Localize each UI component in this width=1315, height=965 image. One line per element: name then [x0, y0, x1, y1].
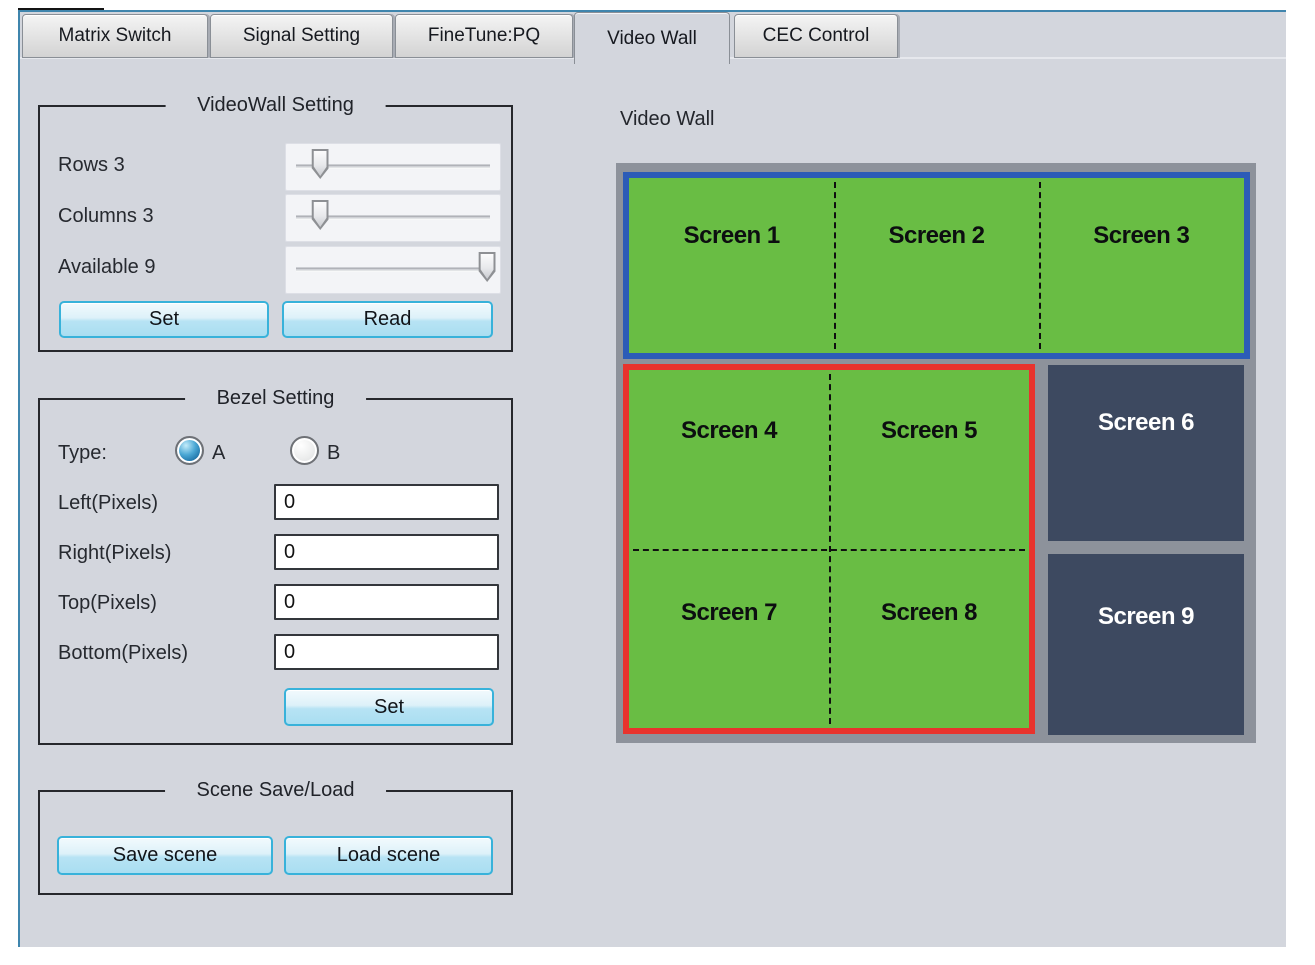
bottom-pixels-label: Bottom(Pixels): [58, 642, 189, 664]
divider-s45-s78: [633, 549, 1025, 551]
divider-s1-s2: [833, 182, 836, 349]
screen-6-label: Screen 6: [1097, 409, 1195, 437]
screen-9-label: Screen 9: [1097, 603, 1195, 631]
type-label: Type:: [58, 442, 107, 464]
available-slider[interactable]: [285, 246, 501, 294]
left-pixels-label: Left(Pixels): [58, 492, 159, 514]
window-left-border: [18, 10, 20, 947]
bezel-setting-title: Bezel Setting: [184, 387, 367, 410]
columns-slider-thumb[interactable]: [311, 200, 329, 230]
type-b-radio[interactable]: [290, 436, 319, 465]
rows-slider[interactable]: [285, 143, 501, 191]
tab-page-video-wall: Matrix Switch Signal Setting FineTune:PQ…: [20, 12, 1286, 947]
available-slider-track: [296, 267, 490, 272]
tab-matrix-switch[interactable]: Matrix Switch: [22, 14, 208, 58]
screen-7[interactable]: Screen 7: [680, 599, 778, 627]
tab-signal-setting[interactable]: Signal Setting: [210, 14, 393, 58]
video-wall-heading: Video Wall: [620, 108, 715, 130]
type-a-radio[interactable]: [175, 436, 204, 465]
screen-6[interactable]: Screen 6: [1048, 365, 1244, 541]
scene-title: Scene Save/Load: [164, 779, 387, 802]
tab-cec-control[interactable]: CEC Control: [734, 14, 898, 58]
screen-3[interactable]: Screen 3: [1093, 221, 1190, 249]
scene-group: Scene Save/Load Save scene Load scene: [38, 779, 513, 895]
rows-slider-track: [296, 164, 490, 169]
right-pixels-input[interactable]: [274, 534, 499, 570]
videowall-set-button[interactable]: Set: [59, 301, 269, 338]
tab-strip: Matrix Switch Signal Setting FineTune:PQ…: [20, 12, 1286, 64]
save-scene-button[interactable]: Save scene: [57, 836, 273, 875]
videowall-read-button[interactable]: Read: [282, 301, 493, 338]
videowall-setting-title: VideoWall Setting: [165, 94, 386, 117]
columns-label: Columns 3: [58, 205, 154, 227]
screen-1[interactable]: Screen 1: [683, 221, 781, 249]
tab-finetune-pq[interactable]: FineTune:PQ: [395, 14, 573, 58]
bottom-pixels-input[interactable]: [274, 634, 499, 670]
load-scene-button[interactable]: Load scene: [284, 836, 493, 875]
type-b-label: B: [327, 442, 341, 464]
window-top-border: [18, 10, 1286, 12]
videowall-setting-group: VideoWall Setting Rows 3 Columns 3 Avail…: [38, 94, 513, 352]
screen-8[interactable]: Screen 8: [880, 599, 978, 627]
bezel-setting-group: Bezel Setting Type: A B Left(Pixels) Rig…: [38, 387, 513, 745]
top-pixels-label: Top(Pixels): [58, 592, 157, 614]
columns-slider-track: [296, 215, 490, 220]
right-pixels-label: Right(Pixels): [58, 542, 172, 564]
screen-4[interactable]: Screen 4: [680, 416, 778, 444]
top-pixels-input[interactable]: [274, 584, 499, 620]
screen-9[interactable]: Screen 9: [1048, 554, 1244, 735]
divider-s2-s3: [1038, 182, 1041, 349]
wall-group-blue[interactable]: Screen 1 Screen 2 Screen 3: [623, 172, 1250, 359]
available-slider-thumb[interactable]: [478, 252, 496, 282]
video-wall-grid: Screen 1 Screen 2 Screen 3 Screen 4 Scre…: [616, 163, 1256, 743]
wall-group-red[interactable]: Screen 4 Screen 5 Screen 7 Screen 8: [623, 364, 1035, 734]
available-label: Available 9: [58, 256, 156, 278]
screen-5[interactable]: Screen 5: [880, 416, 978, 444]
columns-slider[interactable]: [285, 194, 501, 242]
bezel-set-button[interactable]: Set: [284, 688, 494, 726]
type-a-label: A: [212, 442, 226, 464]
tab-video-wall[interactable]: Video Wall: [574, 12, 730, 64]
screen-2[interactable]: Screen 2: [888, 221, 985, 249]
rows-slider-thumb[interactable]: [311, 149, 329, 179]
rows-label: Rows 3: [58, 154, 125, 176]
left-pixels-input[interactable]: [274, 484, 499, 520]
